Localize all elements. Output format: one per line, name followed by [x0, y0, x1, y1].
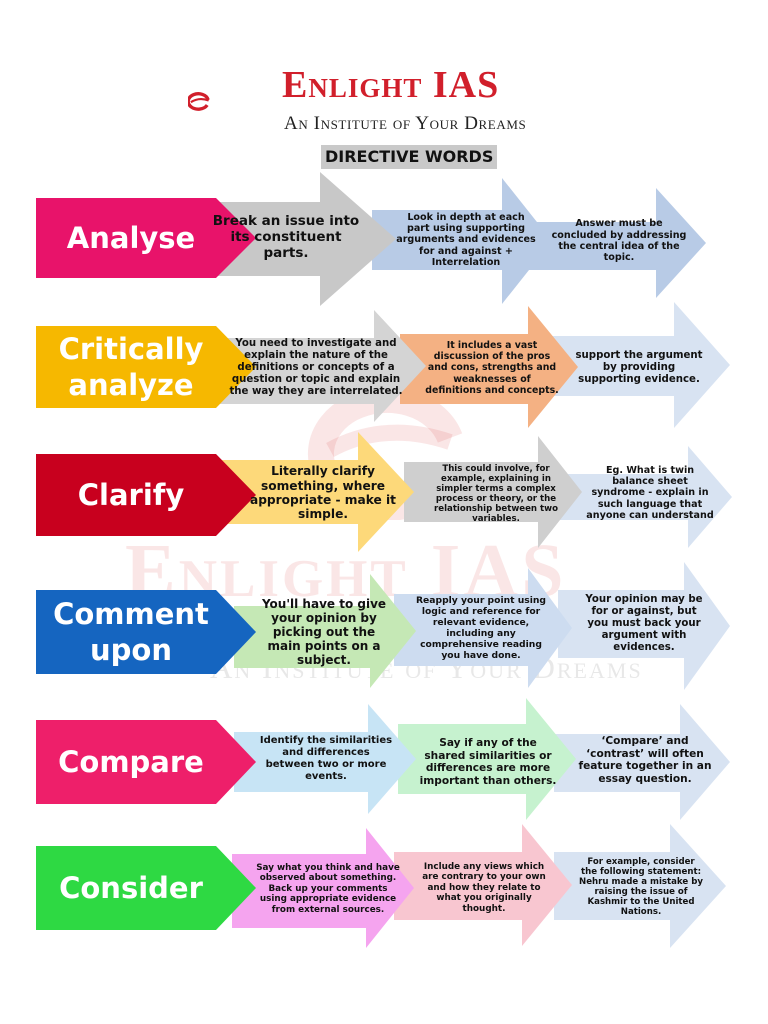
row-arrows [36, 562, 730, 690]
term-band [36, 590, 256, 674]
step-arrow [232, 828, 414, 948]
brand-logo-mark [188, 92, 210, 111]
step-text: Say what you think and have observed abo… [256, 863, 400, 915]
step-text: Answer must be concluded by addressing t… [551, 218, 687, 264]
directive-term: Consider [59, 870, 203, 905]
directive-term: Compare [58, 744, 204, 779]
step-arrow [372, 178, 552, 304]
step-arrow [394, 824, 572, 946]
row-arrows [36, 698, 730, 820]
directive-row: Analyse Break an issue into its constitue… [0, 172, 768, 312]
step-text: For example, consider the following stat… [579, 856, 703, 918]
step-text: Literally clarify something, where appro… [249, 464, 397, 522]
directive-row: Consider Say what you think and have obse… [0, 824, 768, 952]
step-arrow [400, 306, 578, 428]
step-text: ‘Compare’ and ‘contrast’ will often feat… [578, 735, 712, 785]
step-text: This could involve, for example, explain… [434, 463, 558, 525]
step-arrow [394, 568, 572, 688]
term-band [36, 198, 256, 278]
step-arrow [560, 446, 732, 548]
step-arrow [558, 562, 730, 690]
step-arrow [554, 824, 726, 948]
term-band [36, 326, 256, 408]
page-heading: DIRECTIVE WORDS [321, 145, 498, 169]
directive-row: Clarify Literally clarify something, wher… [0, 432, 768, 554]
step-arrow [234, 704, 416, 814]
step-text: Look in depth at each part using support… [396, 211, 536, 268]
row-arrows [36, 824, 726, 948]
step-text: Your opinion may be for or against, but … [585, 593, 703, 654]
term-band [36, 846, 256, 930]
step-text: Include any views which are contrary to … [422, 862, 546, 914]
step-text: Reapply your point using logic and refer… [415, 595, 546, 661]
step-text: It includes a vast discussion of the pro… [425, 340, 559, 396]
step-arrow [188, 172, 396, 306]
directive-term: Critically analyze [58, 331, 204, 402]
step-text: You need to investigate and explain the … [229, 337, 403, 398]
step-text: support the argument by providing suppor… [575, 349, 703, 386]
directive-row: Comment upon You'll have to give your opi… [0, 562, 768, 692]
brand-name: Enlight IAS [282, 64, 500, 106]
step-text: You'll have to give your opinion by pick… [261, 596, 387, 668]
row-arrows [36, 302, 730, 428]
step-arrow [202, 310, 426, 422]
step-arrow [554, 704, 730, 820]
step-arrow [526, 188, 706, 298]
step-text: Say if any of the shared similarities or… [419, 737, 557, 787]
step-arrow [398, 698, 576, 820]
step-text: Eg. What is twin balance sheet syndrome … [586, 464, 714, 521]
step-arrow [404, 436, 582, 548]
step-arrow [234, 574, 416, 688]
step-text: Identify the similarities and difference… [259, 735, 393, 782]
directive-row: Compare Identify the similarities and dif… [0, 698, 768, 826]
term-band [36, 720, 256, 804]
row-arrows [36, 172, 706, 306]
step-arrow [222, 432, 414, 552]
term-band [36, 454, 256, 536]
step-text: Break an issue into its constituent part… [212, 213, 360, 261]
directive-term: Analyse [66, 220, 196, 255]
directive-term: Comment upon [53, 596, 209, 667]
step-arrow [550, 302, 730, 428]
directive-term: Clarify [77, 477, 185, 512]
brand-tagline: An Institute of Your Dreams [284, 113, 527, 134]
directive-row: Critically analyze You need to investigat… [0, 302, 768, 432]
row-arrows [36, 432, 732, 552]
